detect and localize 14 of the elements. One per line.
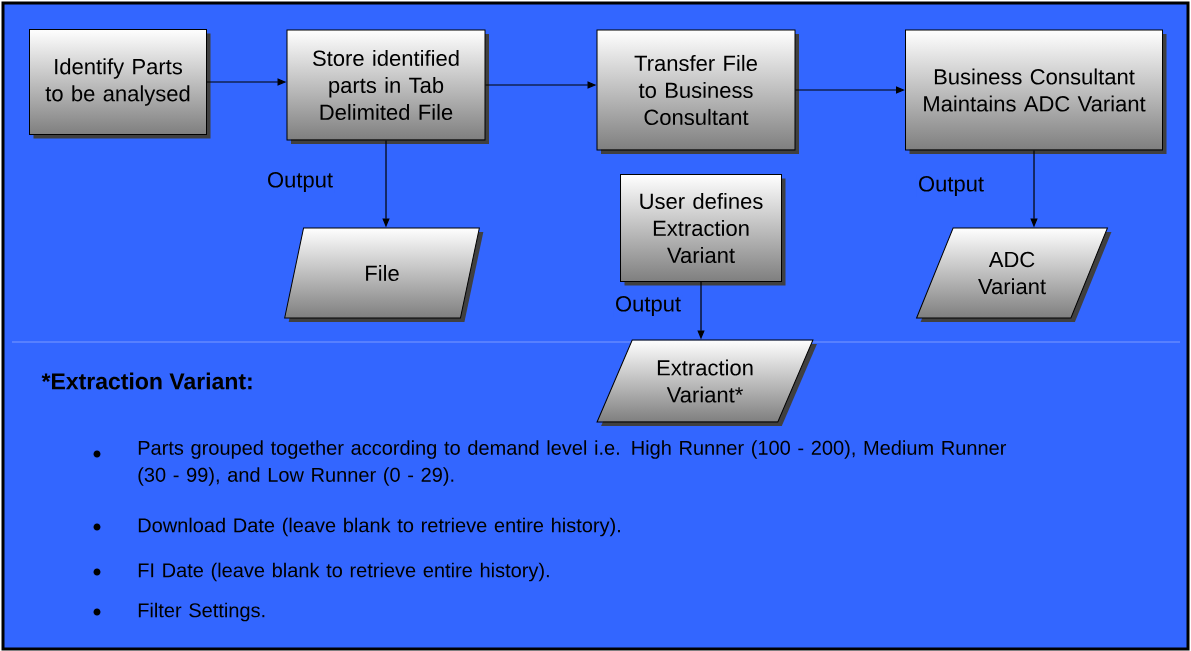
data-parallelogram: File bbox=[284, 227, 484, 322]
bullet-text: Parts grouped together according to demand level i.e. High Runner (100 - 200), Medium Runner (30 - 99), and Low Runner (0 - 29). bbox=[138, 440, 1007, 486]
bullet-text: FI Date (leave blank to retrieve entire history). bbox=[138, 562, 549, 582]
edge-label: Output bbox=[266, 171, 335, 193]
bullet-text: Download Date (leave blank to retrieve entire history). bbox=[138, 517, 620, 537]
process-box: Identify Parts to be analysed bbox=[29, 29, 211, 139]
process-box: Transfer File to Business Consultant bbox=[596, 29, 799, 154]
process-box: User defines Extraction Variant bbox=[620, 174, 786, 286]
edge-label: Output bbox=[917, 175, 986, 197]
bullet-text: Filter Settings. bbox=[138, 602, 265, 622]
edge-label: Output bbox=[614, 295, 683, 317]
process-box: Business Consultant Maintains ADC Variant bbox=[905, 29, 1167, 154]
section-heading: *Extraction Variant: bbox=[41, 372, 252, 390]
process-box: Store identified parts in Tab Delimited File bbox=[286, 29, 489, 144]
